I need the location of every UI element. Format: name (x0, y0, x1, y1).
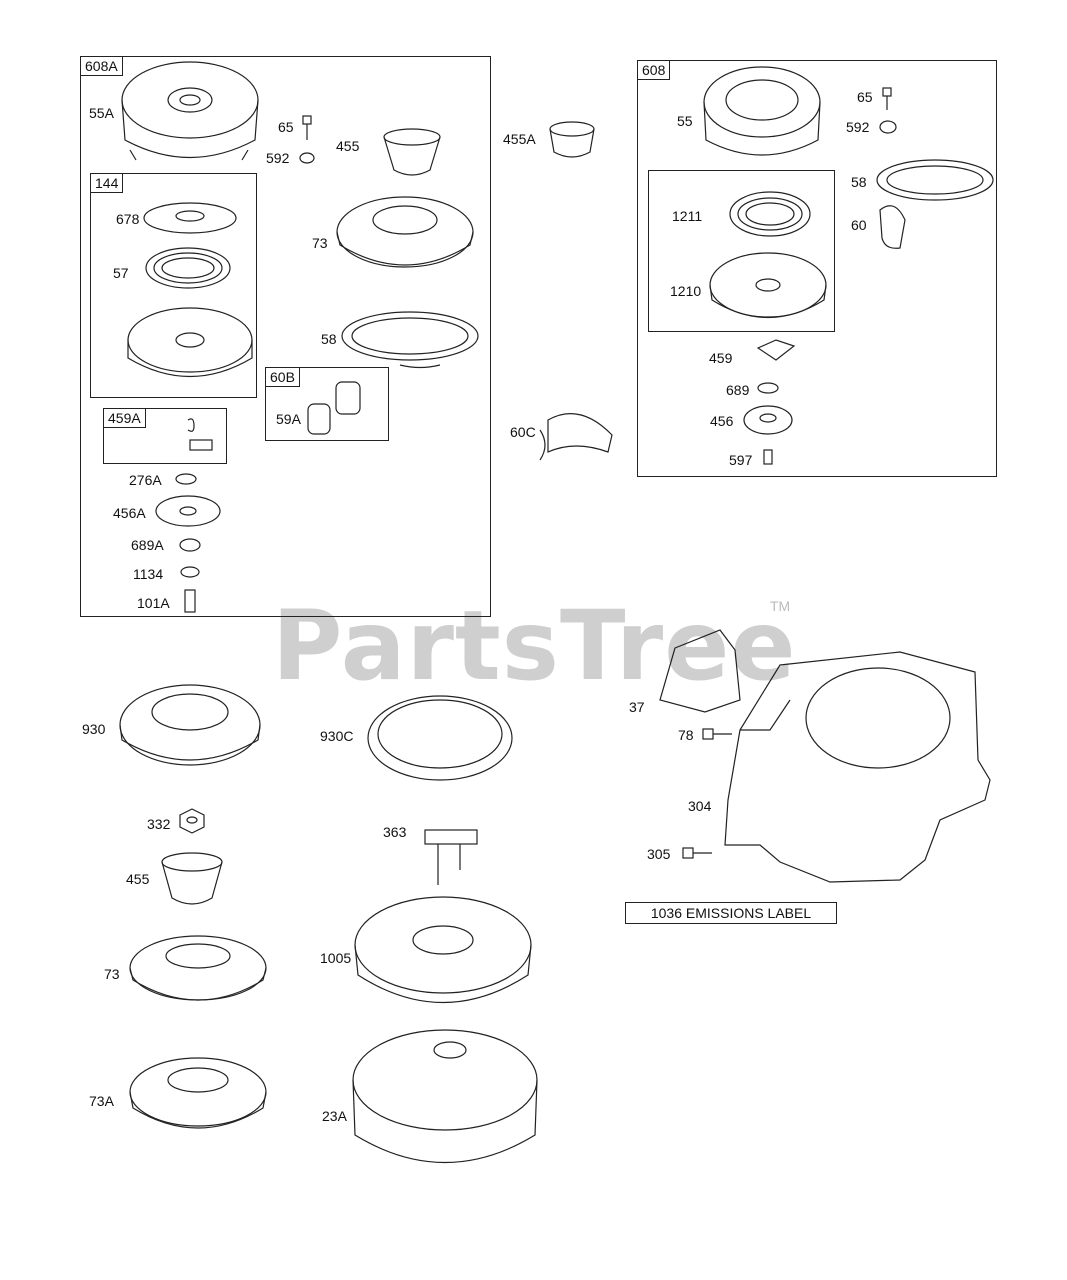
part-689-spring (757, 382, 779, 394)
trademark-mark: TM (770, 598, 791, 614)
group-144-label: 144 (90, 173, 124, 193)
group-1211-1210-box (648, 170, 835, 332)
label-23a: 23A (322, 1108, 347, 1124)
label-1134: 1134 (133, 566, 164, 582)
label-678: 678 (116, 211, 140, 227)
part-456-cam (743, 405, 793, 435)
label-1210: 1210 (670, 283, 702, 299)
label-60c: 60C (510, 424, 536, 440)
part-459-pawl (756, 339, 796, 361)
label-55a: 55A (89, 105, 114, 121)
part-305-bolt (682, 847, 712, 859)
part-597-screw (763, 449, 773, 465)
part-144-pulley (127, 307, 253, 378)
label-592-right: 592 (846, 119, 870, 135)
label-78: 78 (678, 727, 694, 743)
part-23a-flywheel (352, 1029, 538, 1163)
label-276a: 276A (129, 472, 162, 488)
part-73a-guard (129, 1057, 267, 1129)
label-58-left: 58 (321, 331, 337, 347)
label-930: 930 (82, 721, 106, 737)
part-459a-pawl (187, 418, 213, 451)
label-332: 332 (147, 816, 171, 832)
part-37-baffle (659, 629, 741, 713)
label-456a: 456A (113, 505, 146, 521)
part-60c-handle (539, 413, 613, 461)
part-678-washer (143, 202, 237, 234)
part-58a-rope (341, 311, 479, 369)
group-144-box (90, 173, 257, 398)
label-455-bottom: 455 (126, 871, 150, 887)
part-276a-washer (175, 473, 197, 485)
part-455-cup (383, 128, 441, 176)
part-1134-washer (180, 566, 200, 578)
part-592b-nut (879, 120, 897, 134)
label-689a: 689A (131, 537, 164, 553)
part-592-nut (299, 152, 315, 164)
part-455a-cup (549, 121, 595, 158)
label-37: 37 (629, 699, 645, 715)
label-57: 57 (113, 265, 129, 281)
part-65-bolt (302, 115, 312, 140)
label-73a: 73A (89, 1093, 114, 1109)
label-73-top: 73 (312, 235, 328, 251)
group-608a-label: 608A (80, 56, 123, 76)
label-55: 55 (677, 113, 693, 129)
label-456: 456 (710, 413, 734, 429)
part-1211-spring (729, 191, 811, 237)
group-60b-box (265, 367, 389, 441)
part-456a-cam (155, 495, 221, 527)
label-305: 305 (647, 846, 671, 862)
part-60-handle (879, 205, 906, 249)
label-1211: 1211 (672, 208, 703, 224)
label-689: 689 (726, 382, 750, 398)
label-73: 73 (104, 966, 120, 982)
label-455: 455 (336, 138, 360, 154)
part-101a-pin (184, 589, 196, 613)
label-101a: 101A (137, 595, 170, 611)
label-304: 304 (688, 798, 712, 814)
part-332-nut (179, 808, 205, 834)
part-930-screen (119, 684, 261, 766)
part-73-top-guard (336, 196, 474, 268)
part-1005-fan (354, 896, 532, 1004)
label-592: 592 (266, 150, 290, 166)
group-459a-box (103, 408, 227, 464)
watermark: PartsTree (272, 590, 797, 702)
part-73-guard (129, 935, 267, 1001)
group-608-box (637, 60, 997, 477)
part-363-bracket (424, 829, 478, 885)
group-608a-box (80, 56, 491, 617)
part-304-blower-housing (724, 651, 991, 883)
part-1210-pulley (709, 252, 827, 319)
label-58-right: 58 (851, 174, 867, 190)
label-363: 363 (383, 824, 407, 840)
label-60: 60 (851, 217, 867, 233)
label-1005: 1005 (320, 950, 352, 966)
group-608-label: 608 (637, 60, 671, 80)
group-459a-label: 459A (103, 408, 146, 428)
emissions-label: 1036 EMISSIONS LABEL (625, 902, 837, 924)
part-55-housing (703, 66, 821, 156)
part-58b-rope (876, 159, 994, 201)
part-57-spring (145, 247, 231, 289)
label-455a: 455A (503, 131, 536, 147)
part-55a-housing (121, 61, 259, 161)
label-65: 65 (278, 119, 294, 135)
part-930c-screen (367, 695, 513, 781)
part-65b-bolt (882, 87, 892, 110)
part-455b-cup (161, 852, 223, 905)
label-59a: 59A (276, 411, 301, 427)
part-78-bolt (702, 728, 732, 740)
label-65-right: 65 (857, 89, 873, 105)
part-59a-handle (307, 381, 361, 435)
label-597: 597 (729, 452, 753, 468)
group-60b-label: 60B (265, 367, 300, 387)
label-459: 459 (709, 350, 733, 366)
label-930c: 930C (320, 728, 354, 744)
part-689a-spring (179, 538, 201, 552)
